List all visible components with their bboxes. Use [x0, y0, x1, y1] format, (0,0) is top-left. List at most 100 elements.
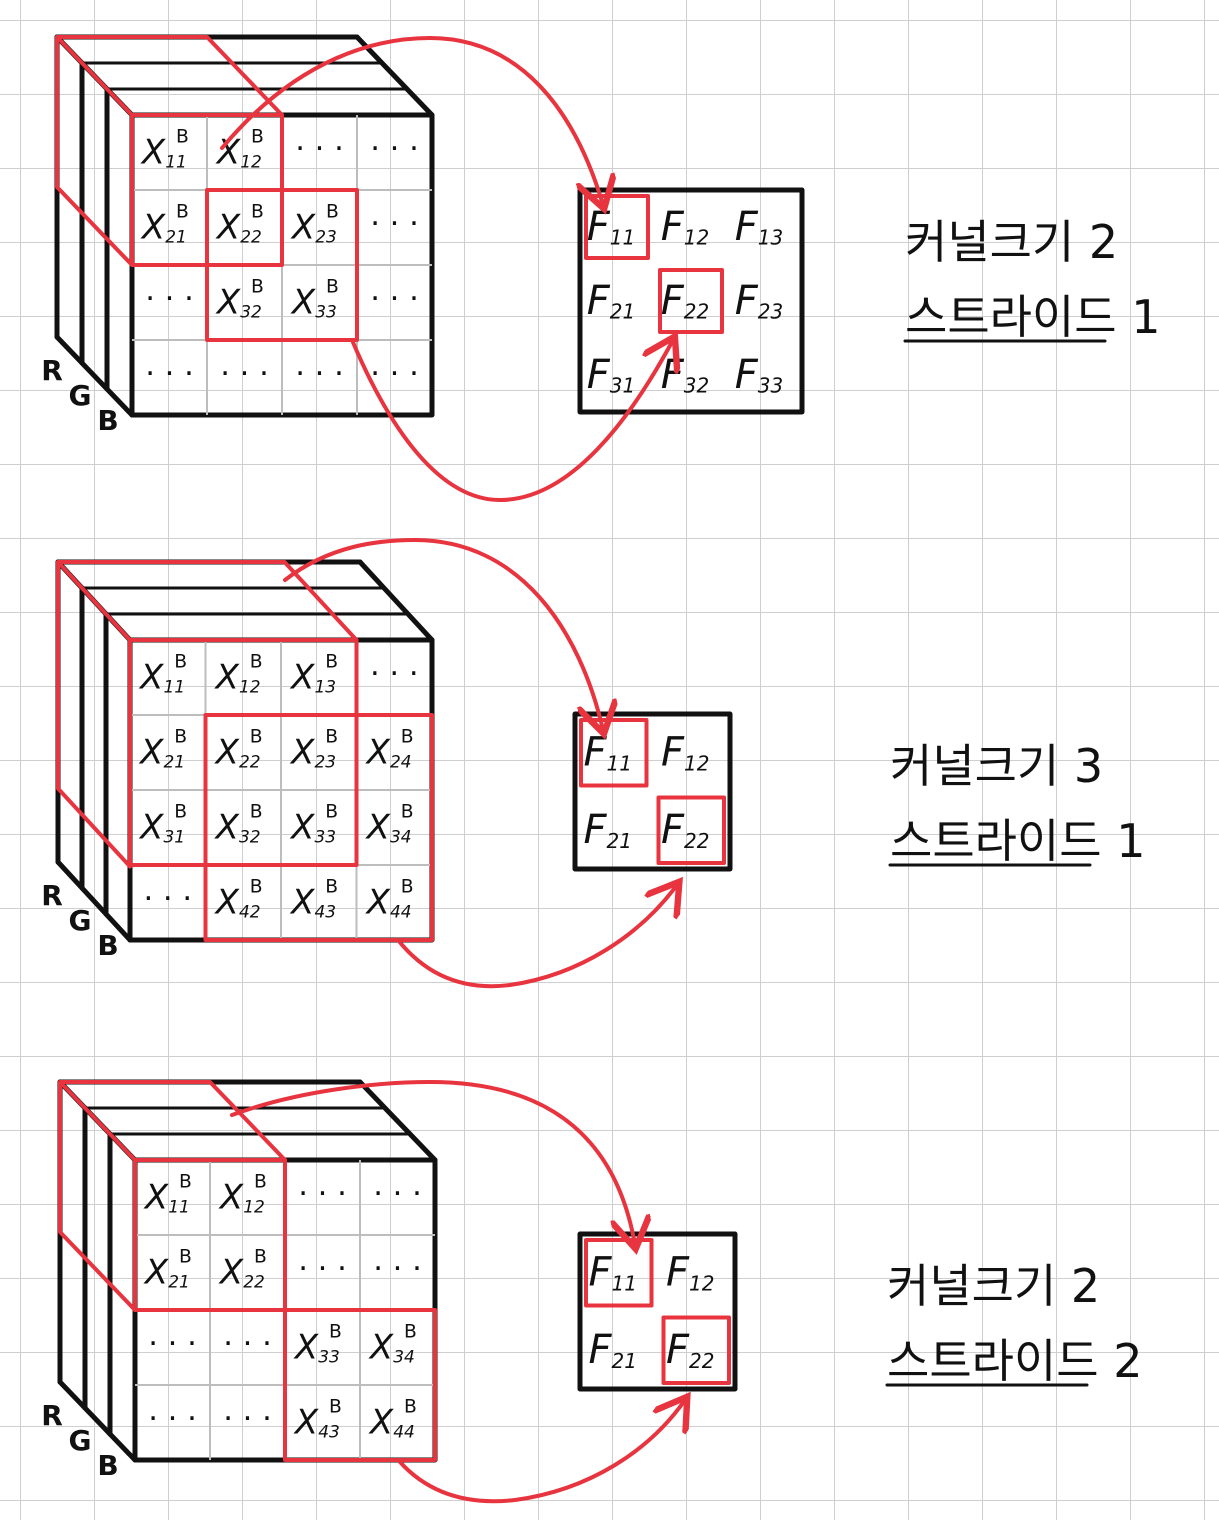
- cube-edge: [354, 34, 435, 118]
- output-cell-text: F12: [661, 730, 709, 776]
- output-cell-text: F31: [587, 352, 635, 398]
- channel-superscript: B: [325, 726, 338, 747]
- channel-superscript: B: [179, 1246, 192, 1267]
- input-cell-text: X32: [215, 282, 262, 322]
- channel-superscript: B: [326, 276, 339, 297]
- channel-superscript: B: [250, 876, 263, 897]
- caption-kernel-size: 커널크기 2: [905, 215, 1118, 269]
- ellipsis-text: · · ·: [370, 657, 419, 692]
- ellipsis-text: · · ·: [295, 357, 344, 392]
- output-cell-text: F23: [735, 278, 783, 324]
- input-cell-text: X24: [365, 732, 412, 772]
- channel-superscript: B: [325, 801, 338, 822]
- output-cell-text: F32: [661, 352, 709, 398]
- channel-superscript: B: [325, 651, 338, 672]
- ellipsis-text: · · ·: [223, 1327, 272, 1362]
- kernel-window-depth: [55, 35, 284, 267]
- input-cell-text: X23: [289, 732, 336, 772]
- channel-superscript: B: [401, 726, 414, 747]
- channel-label: B: [97, 1449, 118, 1482]
- kernel-window-2: [203, 713, 434, 942]
- output-feature-map: [577, 1231, 738, 1392]
- ellipsis-text: · · ·: [370, 282, 419, 317]
- kernel-window-depth: [58, 1080, 287, 1312]
- input-cell-text: X21: [140, 207, 187, 247]
- output-cell-text: F21: [584, 807, 632, 853]
- ellipsis-text: · · ·: [148, 1327, 197, 1362]
- input-cell-text: X42: [214, 882, 261, 922]
- input-cell-text: X31: [138, 807, 185, 847]
- channel-superscript: B: [401, 801, 414, 822]
- channel-label: R: [41, 354, 63, 387]
- ellipsis-text: · · ·: [220, 357, 269, 392]
- cube-edge: [57, 1379, 138, 1463]
- channel-label: G: [69, 1424, 92, 1457]
- output-cell-highlight-2: [656, 795, 726, 865]
- channel-label: B: [97, 929, 118, 962]
- output-cell-text: F11: [589, 1250, 637, 1296]
- ellipsis-text: · · ·: [298, 1252, 347, 1287]
- channel-superscript: B: [174, 801, 187, 822]
- input-cell-text: X23: [290, 207, 337, 247]
- channel-superscript: B: [250, 726, 263, 747]
- ellipsis-text: · · ·: [295, 132, 344, 167]
- ellipsis-text: · · ·: [370, 207, 419, 242]
- caption-kernel-size: 커널크기 3: [890, 739, 1103, 793]
- cube-edge: [357, 1079, 438, 1163]
- input-cell-text: X22: [214, 732, 261, 772]
- kernel-window-2: [283, 1308, 437, 1462]
- channel-superscript: B: [404, 1321, 417, 1342]
- input-cell-text: X21: [138, 732, 185, 772]
- channel-superscript: B: [251, 126, 264, 147]
- channel-superscript: B: [254, 1171, 267, 1192]
- output-cell-highlight-2: [661, 1315, 731, 1385]
- channel-superscript: B: [404, 1396, 417, 1417]
- ellipsis-text: · · ·: [148, 1402, 197, 1437]
- channel-superscript: B: [329, 1396, 342, 1417]
- output-cell-text: F11: [584, 730, 632, 776]
- caption-stride: 스트라이드 1: [905, 290, 1161, 344]
- channel-superscript: B: [251, 276, 264, 297]
- input-cell-text: X33: [289, 807, 336, 847]
- output-cell-text: F22: [666, 1327, 714, 1373]
- input-cell-text: X11: [138, 657, 185, 697]
- input-cell-text: X43: [293, 1402, 340, 1442]
- output-feature-map: [572, 711, 733, 872]
- ellipsis-text: · · ·: [145, 282, 194, 317]
- caption-stride: 스트라이드 1: [890, 814, 1146, 868]
- input-cell-text: X22: [218, 1252, 265, 1292]
- output-cell-text: F22: [661, 807, 709, 853]
- cube-edge: [55, 859, 133, 943]
- arrow-window2-to-f22: [396, 885, 677, 989]
- arrow-window1-to-f11: [220, 36, 603, 205]
- arrow-window2-to-f22: [350, 340, 673, 502]
- ellipsis-text: · · ·: [143, 882, 192, 917]
- kernel-window-2: [205, 188, 359, 342]
- output-cell-text: F33: [735, 352, 783, 398]
- channel-superscript: B: [250, 801, 263, 822]
- caption-kernel-size: 커널크기 2: [887, 1259, 1100, 1313]
- cube-edge: [357, 559, 435, 643]
- output-cell-text: F21: [587, 278, 635, 324]
- ellipsis-text: · · ·: [373, 1177, 422, 1212]
- input-cell-text: X13: [289, 657, 336, 697]
- input-cell-text: X33: [293, 1327, 340, 1367]
- output-feature-map: [577, 187, 805, 415]
- output-cell-text: F11: [587, 204, 635, 250]
- ellipsis-text: · · ·: [370, 132, 419, 167]
- channel-superscript: B: [176, 201, 189, 222]
- input-cell-text: X11: [143, 1177, 190, 1217]
- input-cell-text: X32: [214, 807, 261, 847]
- channel-label: G: [69, 379, 92, 412]
- channel-superscript: B: [254, 1246, 267, 1267]
- channel-superscript: B: [251, 201, 264, 222]
- ellipsis-text: · · ·: [373, 1252, 422, 1287]
- input-cell-text: X12: [218, 1177, 265, 1217]
- output-cell-text: F22: [661, 278, 709, 324]
- input-cell-text: X22: [215, 207, 262, 247]
- ellipsis-text: · · ·: [145, 357, 194, 392]
- output-cell-text: F12: [666, 1250, 714, 1296]
